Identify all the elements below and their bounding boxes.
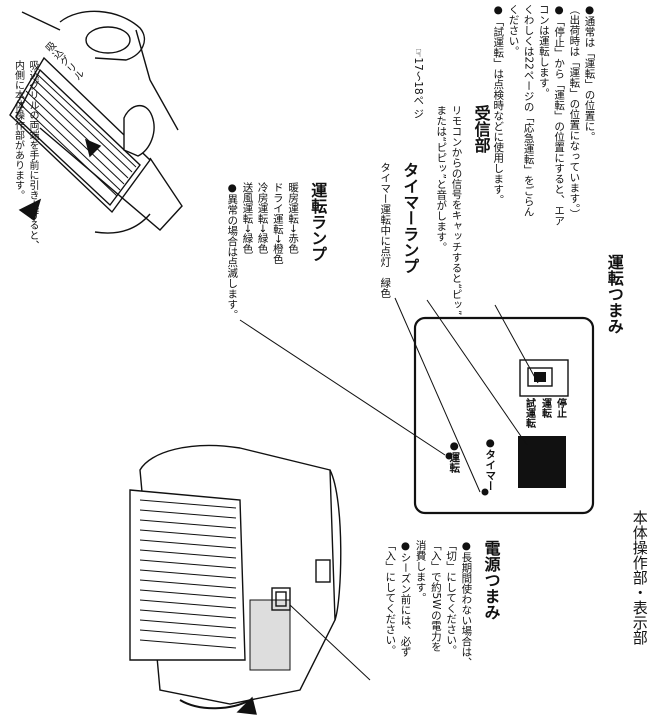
panel-run-label: ●運転 <box>448 440 461 473</box>
aircon-unit-illustration <box>129 444 342 715</box>
panel-timer-label: ●タイマー <box>484 437 497 491</box>
receiver-heading: 受信部 <box>471 105 491 153</box>
switch-label-run: 運転 <box>539 398 551 418</box>
timer-lamp-heading: タイマーランプ <box>400 162 420 274</box>
run-lamp-section: 運転ランプ 暖房運転→赤色 ドライ運転→橙色 冷房運転→緑色 送風運転→緑色 ●… <box>226 182 328 320</box>
grille-illustration <box>9 10 183 234</box>
timer-lamp-page-ref: ☞17～18ペ ジ <box>412 48 425 119</box>
page-title: 本体操作部・表示部 <box>630 510 649 645</box>
run-knob-section: 運転つまみ ●通常は「運転」の位置に。 （出荷時は「運転」の位置になっています。… <box>492 4 624 334</box>
timer-lamp-section: タイマーランプ タイマー運転中に点灯 緑色 <box>379 162 420 299</box>
run-knob-heading: 運転つまみ <box>604 254 624 334</box>
leader-lines <box>239 297 539 681</box>
control-panel-illustration <box>413 316 595 515</box>
grille-note: 吸込グリルの両端を手前に引き上げると、 内側に本体操作部があります。 <box>12 60 39 250</box>
power-knob-section: 電源つまみ ●長期間使わない場合は、 「切」にしてください。 「入」で約5Wの電… <box>384 540 501 668</box>
switch-label-stop: 停止 <box>554 398 566 418</box>
switch-label-test: 試運転 <box>523 398 535 428</box>
receiver-section: 受信部 リモコンからの信号をキャッチすると“ピッ” または“ピピッ”と音がします… <box>435 105 491 316</box>
power-knob-heading: 電源つまみ <box>481 540 501 620</box>
run-lamp-heading: 運転ランプ <box>308 182 328 262</box>
